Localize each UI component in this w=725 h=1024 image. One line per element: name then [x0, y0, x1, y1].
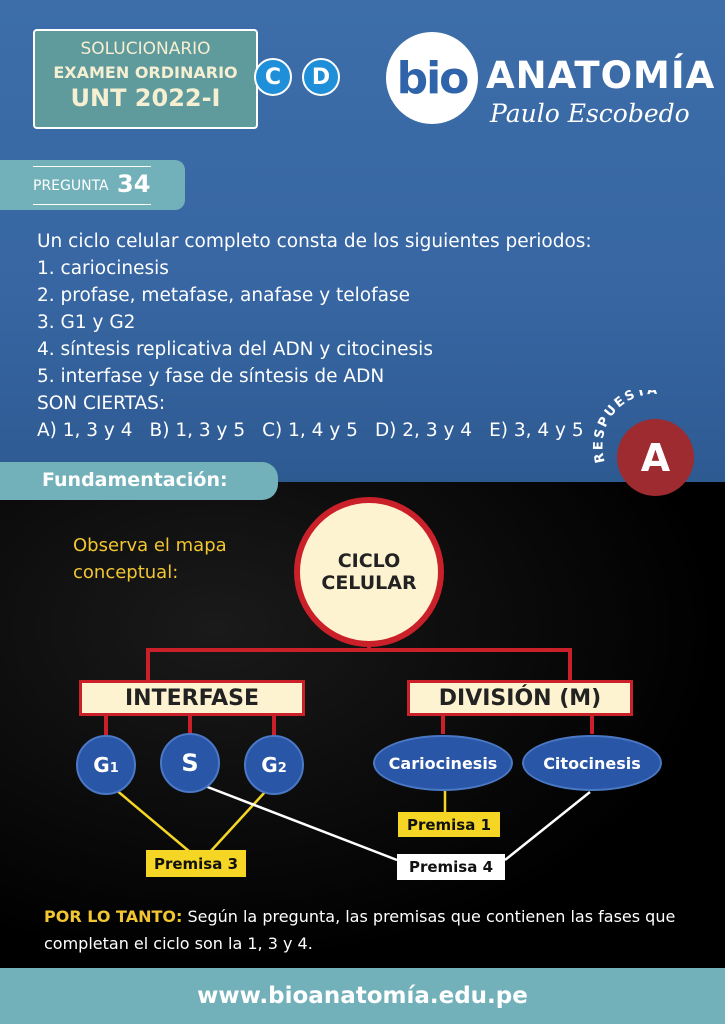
prompt: SON CIERTAS: — [37, 393, 166, 414]
conclusion-text: Según la pregunta, las premisas que cont… — [44, 907, 676, 953]
exam-title-box: SOLUCIONARIO EXAMEN ORDINARIO UNT 2022-I — [33, 29, 258, 129]
question-tab: PREGUNTA 34 — [0, 160, 185, 210]
premise-5: 5. interfase y fase de síntesis de ADN — [37, 366, 385, 387]
options: A) 1, 3 y 4 B) 1, 3 y 5 C) 1, 4 y 5 D) 2… — [37, 417, 592, 444]
option-e: E) 3, 4 y 5 — [489, 420, 584, 441]
logo-bio: bio — [386, 32, 478, 124]
premise-3: 3. G1 y G2 — [37, 312, 136, 333]
s-node: S — [160, 733, 220, 793]
premise-1: 1. cariocinesis — [37, 258, 169, 279]
question-label: PREGUNTA — [33, 178, 109, 194]
red-connectors — [146, 642, 572, 682]
premise-4: 4. síntesis replicativa del ADN y citoci… — [37, 339, 433, 360]
citocinesis-node: Citocinesis — [522, 735, 662, 791]
badge-c: C — [254, 58, 292, 96]
yellow-lines — [114, 788, 447, 853]
center-line1: CICLO — [337, 550, 401, 572]
question-text: Un ciclo celular completo consta de los … — [37, 228, 592, 444]
badge-d: D — [302, 58, 340, 96]
title-line2: EXAMEN ORDINARIO — [53, 63, 238, 82]
option-b: B) 1, 3 y 5 — [149, 420, 246, 441]
center-line2: CELULAR — [321, 572, 417, 594]
fundamentacion-title: Fundamentación: — [0, 462, 278, 500]
title-line3: UNT 2022-I — [70, 84, 221, 112]
premisa-1-label: Premisa 1 — [398, 812, 500, 837]
conclusion-lead: POR LO TANTO: — [44, 907, 183, 926]
logo-anatomia: ANATOMÍA — [486, 54, 716, 97]
white-lines — [204, 784, 591, 862]
answer-badge: A — [617, 419, 694, 496]
premise-2: 2. profase, metafase, anafase y telofase — [37, 285, 410, 306]
g1-sub: 1 — [109, 760, 119, 776]
title-line1: SOLUCIONARIO — [80, 39, 211, 59]
footer: www.bioanatomía.edu.pe — [0, 968, 725, 1024]
option-d: D) 2, 3 y 4 — [374, 420, 473, 441]
premisa-3-label: Premisa 3 — [146, 850, 246, 877]
observe-line2: conceptual: — [73, 562, 179, 583]
g2-label: G — [261, 753, 278, 777]
observe-line1: Observa el mapa — [73, 535, 227, 556]
question-stem: Un ciclo celular completo consta de los … — [37, 231, 592, 252]
observe-text: Observa el mapa conceptual: — [73, 532, 227, 586]
g2-sub: 2 — [277, 760, 287, 776]
interfase-node: INTERFASE — [79, 680, 305, 716]
g1-label: G — [93, 753, 110, 777]
website-link[interactable]: www.bioanatomía.edu.pe — [197, 983, 528, 1009]
division-node: DIVISIÓN (M) — [407, 680, 633, 716]
cell-cycle-node: CICLO CELULAR — [294, 497, 444, 647]
red-branch-lines — [104, 716, 594, 736]
cariocinesis-node: Cariocinesis — [373, 735, 513, 791]
question-number: 34 — [117, 170, 151, 198]
conclusion: POR LO TANTO: Según la pregunta, las pre… — [44, 903, 694, 957]
option-c: C) 1, 4 y 5 — [262, 420, 358, 441]
logo-author: Paulo Escobedo — [490, 99, 690, 128]
option-a: A) 1, 3 y 4 — [37, 420, 133, 441]
premisa-4-label: Premisa 4 — [397, 854, 505, 880]
